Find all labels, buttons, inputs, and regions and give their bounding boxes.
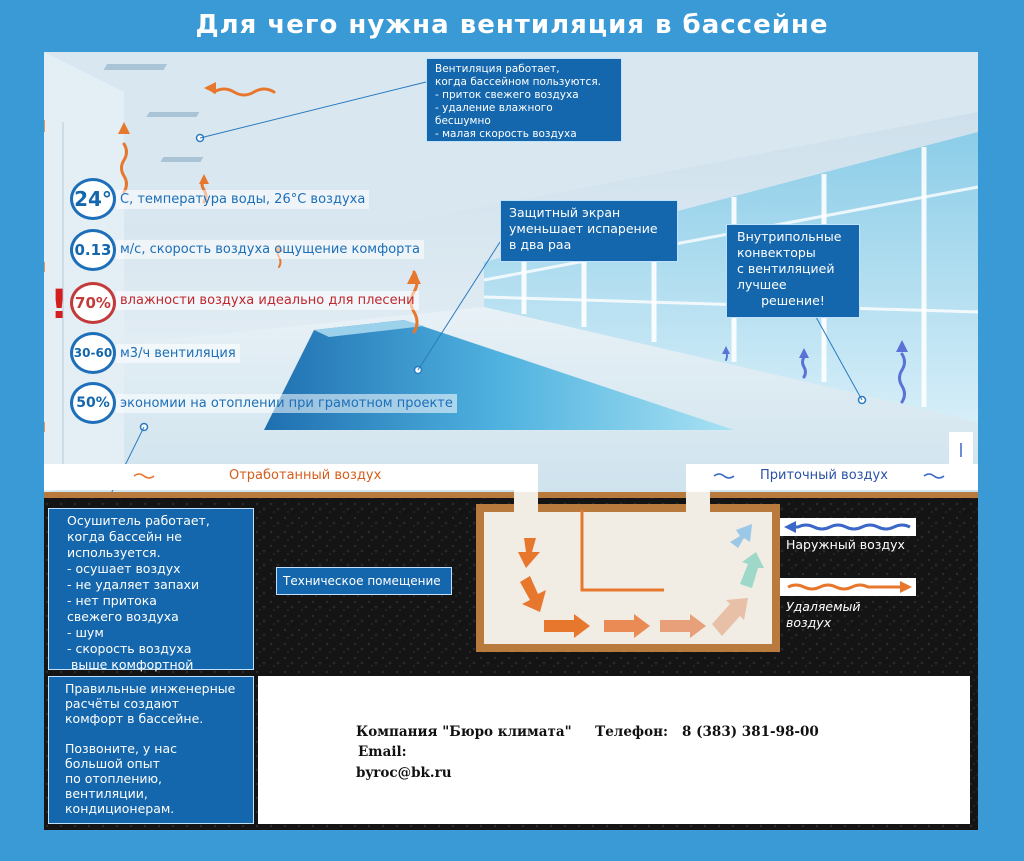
callout-line: большой опыт bbox=[65, 756, 160, 771]
stat-circle-water-temp: 24° bbox=[70, 178, 116, 220]
callout-line: лучшее bbox=[737, 277, 787, 292]
callout-line: по отоплению, bbox=[65, 771, 163, 786]
stat-label-air-speed: м/с, скорость воздуха ощущение комфорта bbox=[116, 240, 424, 259]
callout-technical-room: Техническое помещение bbox=[276, 567, 452, 595]
callout-line: - шум bbox=[67, 625, 104, 640]
contact-panel: Компания "Бюро климата" Телефон: 8 (383)… bbox=[258, 676, 970, 824]
stat-circle-humidity: 70% bbox=[70, 282, 116, 324]
callout-line: Осушитель работает, bbox=[67, 513, 210, 528]
callout-line: Правильные инженерные bbox=[65, 681, 236, 696]
callout-line: когда бассейном пользуются. bbox=[435, 76, 601, 88]
stat-circle-ventilation-rate: 30-60 bbox=[70, 332, 116, 374]
callout-ventilation-working: Вентиляция работает, когда бассейном пол… bbox=[426, 58, 622, 142]
page-title: Для чего нужна вентиляция в бассейне bbox=[195, 10, 829, 40]
stat-circle-heating-savings: 50% bbox=[70, 382, 116, 424]
stat-circle-air-speed: 0.13 bbox=[70, 229, 116, 271]
callout-line: решение! bbox=[761, 293, 825, 308]
stat-label-heating-savings: экономии на отоплении при грамотном прое… bbox=[116, 394, 457, 413]
callout-line: - скорость воздуха bbox=[67, 641, 192, 656]
callout-engineering: Правильные инженерные расчёты создают ко… bbox=[48, 676, 254, 824]
contact-email-link[interactable]: byroc@bk.ru bbox=[356, 765, 452, 781]
callout-line: в два раа bbox=[509, 237, 572, 252]
stat-label-water-temp: С, температура воды, 26°С воздуха bbox=[116, 190, 370, 209]
pool-ventilation-diagram: 24° С, температура воды, 26°С воздуха 0.… bbox=[44, 52, 978, 830]
callout-line: Вентиляция работает, bbox=[435, 63, 560, 75]
callout-line: используется. bbox=[67, 545, 161, 560]
callout-line: Внутрипольные bbox=[737, 229, 842, 244]
callout-line: кондиционерам. bbox=[65, 801, 175, 816]
callout-line bbox=[65, 726, 237, 741]
callout-line: - удаление влажного bbox=[435, 102, 553, 114]
callout-line: выше комфортной bbox=[67, 657, 194, 672]
warning-icon: ! bbox=[50, 282, 69, 328]
callout-line: с вентиляцией bbox=[737, 261, 835, 276]
label-removed-air: Удаляемый воздух bbox=[786, 599, 861, 630]
callout-floor-convectors: Внутрипольные конвекторы с вентиляцией л… bbox=[726, 224, 860, 318]
callout-protective-screen: Защитный экран уменьшает испарение в два… bbox=[500, 200, 678, 262]
callout-line: - осушает воздух bbox=[67, 561, 181, 576]
callout-dehumidifier: Осушитель работает, когда бассейн не исп… bbox=[48, 508, 254, 672]
callout-line: когда бассейн не bbox=[67, 529, 182, 544]
label-outdoor-air: Наружный воздух bbox=[786, 537, 905, 552]
callout-line: - приток свежего воздуха bbox=[435, 89, 579, 101]
contact-company-phone: Компания "Бюро климата" Телефон: 8 (383)… bbox=[356, 724, 819, 740]
callout-line: конвекторы bbox=[737, 245, 816, 260]
callout-line: свежего воздуха bbox=[67, 609, 179, 624]
stat-label-ventilation-rate: м3/ч вентиляция bbox=[116, 344, 240, 363]
label-exhaust-air: Отработанный воздух bbox=[229, 468, 382, 483]
callout-line: - не удаляет запахи bbox=[67, 577, 200, 592]
contact-email-label: Email: bbox=[358, 744, 407, 760]
label-supply-air: Приточный воздух bbox=[760, 468, 888, 483]
callout-line: расчёты создают bbox=[65, 696, 179, 711]
callout-line: Позвоните, у нас bbox=[65, 741, 177, 756]
callout-line: комфорт в бассейне. bbox=[65, 711, 204, 726]
stat-label-humidity: влажности воздуха идеально для плесени bbox=[116, 291, 419, 310]
callout-line: Защитный экран bbox=[509, 205, 621, 220]
callout-line: вентиляции, bbox=[65, 786, 148, 801]
callout-line: уменьшает испарение bbox=[509, 221, 658, 236]
callout-line: бесшумно bbox=[435, 115, 491, 127]
callout-line: - малая скорость воздуха bbox=[435, 128, 577, 140]
callout-line: - нет притока bbox=[67, 593, 157, 608]
